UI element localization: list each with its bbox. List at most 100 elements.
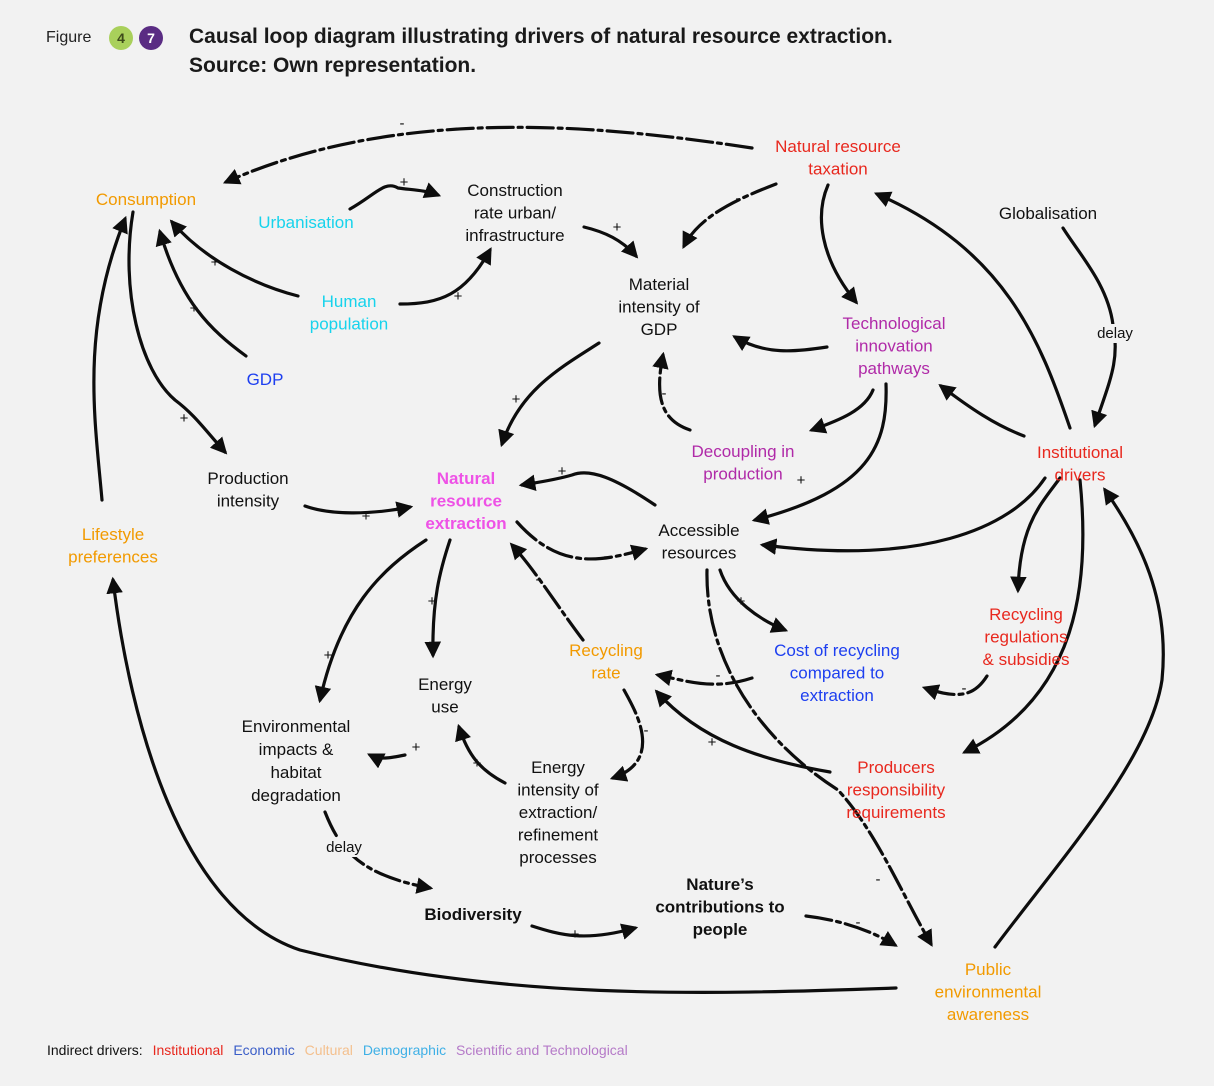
polarity-taxation-material: - xyxy=(736,190,741,207)
delay-label-globalisation-institutional: delay xyxy=(1097,325,1133,342)
polarity-population-consumption: + xyxy=(211,254,220,271)
edge-institutional-accessible xyxy=(759,476,1047,555)
edge-cost-recycling xyxy=(654,669,754,686)
polarity-accessible-public: - xyxy=(876,871,881,888)
polarity-nre-accessible: - xyxy=(604,548,609,565)
edge-nre-energy xyxy=(424,538,452,659)
edge-nre-env xyxy=(314,538,428,704)
polarity-urbanisation-construction: + xyxy=(400,174,409,191)
delay-label-bg xyxy=(1091,324,1139,343)
edge-regs-cost xyxy=(921,674,989,701)
legend-scientific: Scientific and Technological xyxy=(455,1042,628,1058)
delay-label-env-biodiversity: delay xyxy=(326,839,362,856)
edge-taxation-consumption xyxy=(222,125,754,185)
polarity-production-nre: + xyxy=(362,508,371,525)
edge-recycling-energy-intensity xyxy=(609,688,645,782)
edge-taxation-material xyxy=(682,182,778,249)
edge-tech-decoupling xyxy=(808,388,875,434)
edge-producers-recycling xyxy=(654,689,832,774)
polarity-material-nre: + xyxy=(512,391,521,408)
figure-source: Source: Own representation. xyxy=(189,54,477,77)
node-urbanisation: Urbanisation xyxy=(258,213,353,232)
polarity-producers-recycling: + xyxy=(708,734,717,751)
edge-production-nre xyxy=(303,501,414,518)
polarity-energy-env: + xyxy=(412,739,421,756)
polarity-regs-cost: - xyxy=(962,680,967,697)
edge-accessible-nre xyxy=(518,471,657,507)
delay-label-bg xyxy=(320,838,368,857)
edge-public-institutional xyxy=(993,487,1165,949)
polarity-decoupling-material: - xyxy=(662,385,667,402)
polarity-energy-intensity-energy: + xyxy=(473,755,482,772)
edge-nre-accessible xyxy=(515,520,649,561)
polarity-recycling-energy-intensity: - xyxy=(644,722,649,739)
figure-header: Figure 4 7 Causal loop diagram illustrat… xyxy=(46,24,1196,94)
edge-energy-env xyxy=(367,753,407,769)
edge-tech-material xyxy=(732,335,829,353)
edge-institutional-taxation xyxy=(873,191,1072,430)
polarity-construction-material: + xyxy=(613,219,622,236)
edge-tech-accessible xyxy=(751,382,888,525)
edge-urbanisation-construction xyxy=(348,182,442,211)
edge-env-biodiversity xyxy=(323,810,434,894)
polarity-tech-accessible: + xyxy=(797,472,806,489)
edge-decoupling-material xyxy=(652,351,692,432)
polarity-accessible-nre: + xyxy=(558,463,567,480)
polarity-taxation-consumption: - xyxy=(400,115,405,132)
legend-institutional: Institutional xyxy=(152,1042,224,1058)
edge-population-construction xyxy=(398,247,492,306)
edge-gdp-consumption xyxy=(155,228,248,358)
node-globalisation: Globalisation xyxy=(999,204,1097,223)
edge-ncp-public xyxy=(804,914,898,947)
legend-label: Indirect drivers: xyxy=(47,1042,143,1058)
polarity-recycling-nre: - xyxy=(536,571,541,588)
edge-taxation-tech xyxy=(819,183,859,305)
polarity-gdp-consumption: + xyxy=(190,300,199,317)
node-gdp: GDP xyxy=(247,370,284,389)
polarity-consumption-production: + xyxy=(180,410,189,427)
edge-energy-intensity-energy xyxy=(455,723,507,785)
edge-recycling-nre xyxy=(509,542,585,642)
edge-institutional-tech xyxy=(938,383,1026,438)
edge-construction-material xyxy=(582,225,639,259)
edge-public-lifestyle xyxy=(106,576,898,994)
edge-accessible-public xyxy=(705,568,933,947)
edge-population-consumption xyxy=(169,219,300,298)
figure-number-badge: 7 xyxy=(139,26,163,50)
edge-consumption-production xyxy=(127,210,228,455)
figure-title: Causal loop diagram illustrating drivers… xyxy=(189,25,893,48)
legend-cultural: Cultural xyxy=(304,1042,353,1058)
edge-material-nre xyxy=(498,341,601,448)
legend-economic: Economic xyxy=(233,1042,295,1058)
edge-lifestyle-consumption xyxy=(92,215,128,502)
edge-institutional-producers xyxy=(962,478,1085,754)
figure-chapter-badge: 4 xyxy=(109,26,133,50)
edge-biodiversity-ncp xyxy=(530,923,639,940)
polarity-nre-energy: + xyxy=(428,593,437,610)
legend-demographic: Demographic xyxy=(362,1042,447,1058)
node-consumption: Consumption xyxy=(96,190,196,209)
polarity-accessible-cost: + xyxy=(737,593,746,610)
edge-accessible-cost xyxy=(718,568,789,633)
node-biodiversity: Biodiversity xyxy=(424,905,522,924)
polarity-cost-recycling: - xyxy=(716,667,721,684)
